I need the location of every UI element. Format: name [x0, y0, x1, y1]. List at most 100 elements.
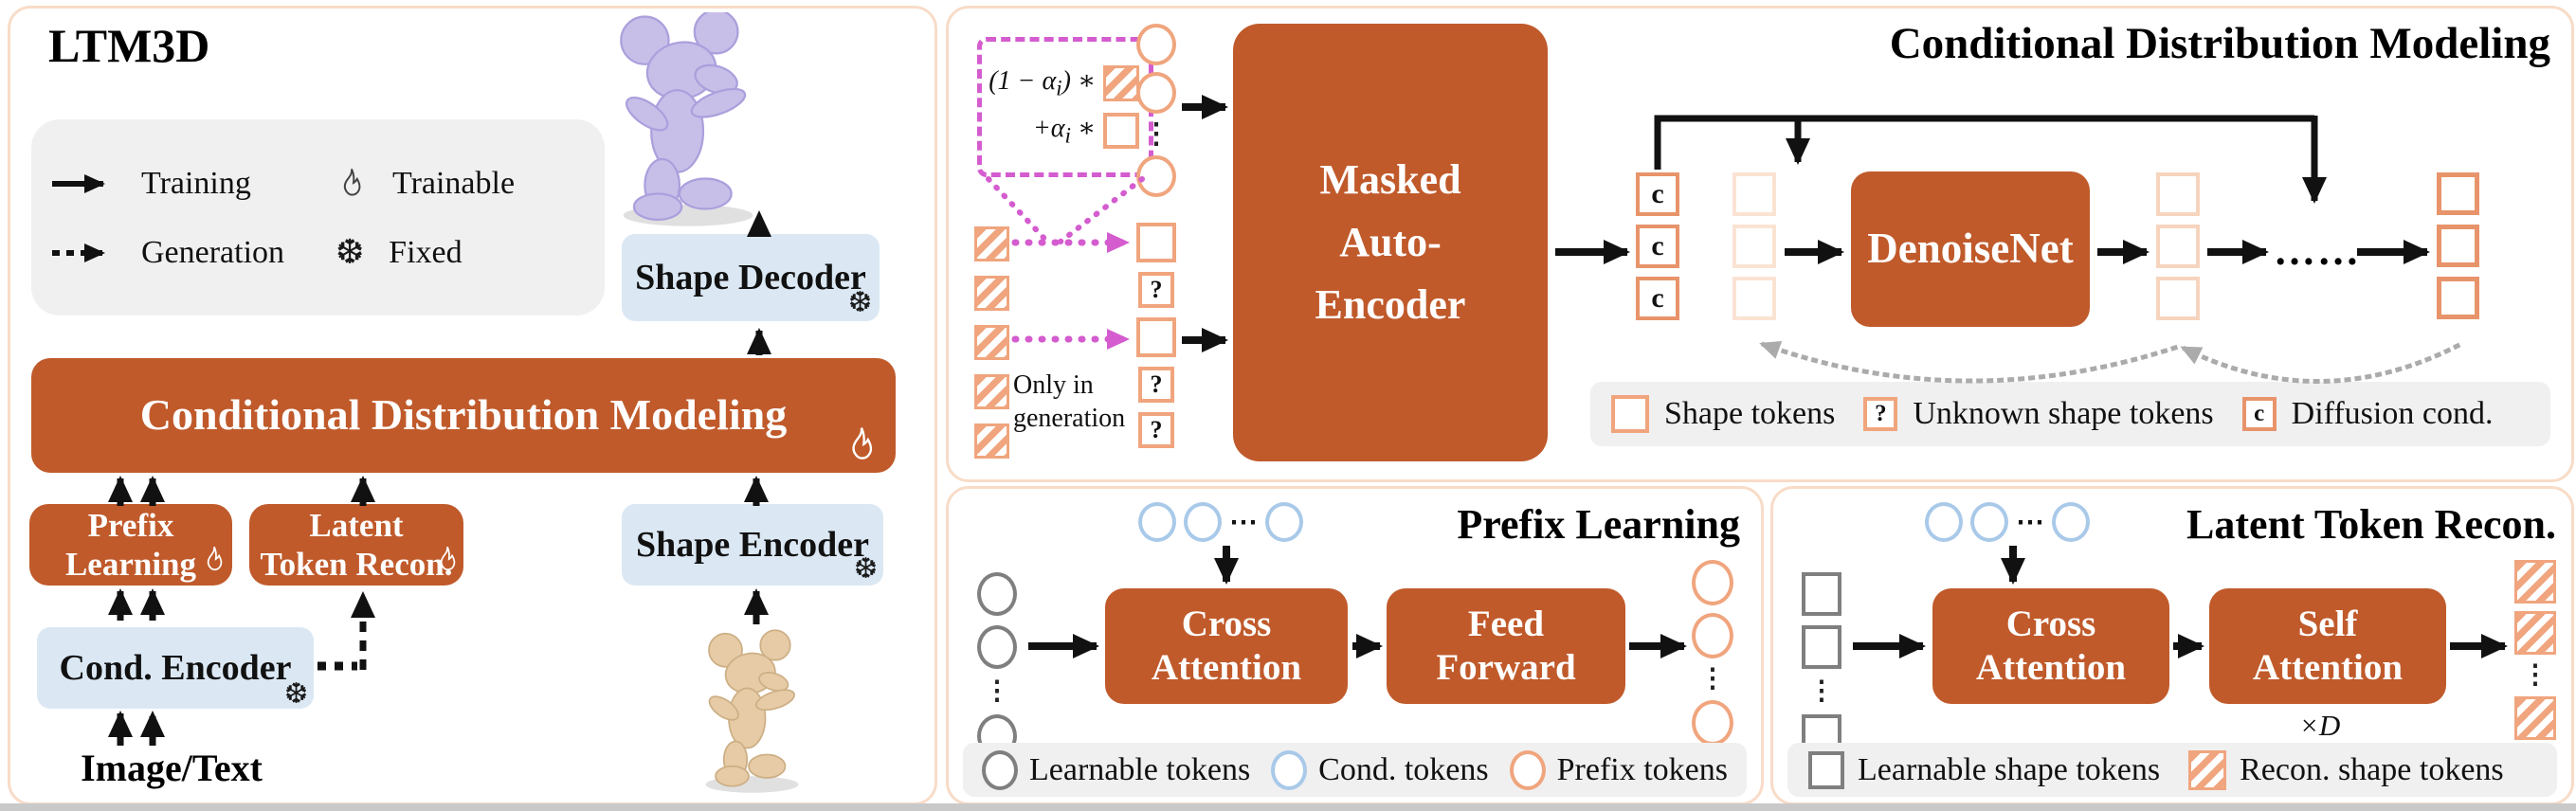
denoisenet-box: DenoiseNet	[1851, 171, 2090, 327]
diffusion-cond-column: c c c	[1636, 172, 1679, 320]
latent-token-recon-box: Latent Token Recon.	[249, 504, 463, 586]
learnable-shape-token-icon	[1808, 750, 1844, 789]
generation-label: Generation	[141, 234, 285, 270]
prefix-token	[1692, 560, 1733, 605]
mae-label-line2: Auto-	[1339, 219, 1442, 265]
prefix-token-icon	[1509, 749, 1546, 790]
shape-encoder-box: Shape Encoder ❆	[622, 504, 883, 586]
generated-shape-image	[620, 12, 753, 226]
prefix-token	[1136, 72, 1176, 114]
ellipsis-horizontal: ⋯	[2016, 506, 2044, 538]
shape-token	[1136, 317, 1176, 357]
prefix-token-column: ⋮	[1692, 560, 1733, 746]
denoised-token	[2156, 277, 2200, 320]
shape-decoder-label: Shape Decoder	[635, 258, 866, 297]
diffusion-cond-token: c	[1636, 225, 1679, 268]
diffusion-cond-icon: c	[2241, 397, 2277, 431]
cross-attention-line2: Attention	[1975, 647, 2127, 688]
noisy-token	[1732, 172, 1776, 216]
training-label: Training	[141, 165, 251, 201]
recon-shape-token-column: ⋮	[2514, 560, 2556, 740]
unknown-shape-token: ?	[1138, 367, 1174, 403]
shape-token-icon	[1611, 395, 1649, 433]
flame-icon	[852, 427, 873, 460]
mae-label-line1: Masked	[1319, 156, 1461, 203]
denoisenet-label: DenoiseNet	[1867, 225, 2074, 273]
masked-autoencoder-box: Masked Auto- Encoder	[1233, 24, 1548, 461]
snowflake-icon: ❆	[283, 677, 308, 711]
input-modality-label: Image/Text	[81, 747, 263, 789]
ellipsis-vertical: ⋮	[1808, 676, 1835, 706]
iteration-ellipsis: ……	[2274, 227, 2361, 274]
flame-icon	[440, 546, 456, 571]
ellipsis-vertical: ⋮	[2522, 660, 2549, 690]
ellipsis-vertical: ⋮	[1699, 664, 1726, 694]
cross-attention-line2: Attention	[1151, 647, 1302, 688]
cross-attention-box: Cross Attention	[1932, 588, 2169, 704]
training-arrow-icon	[52, 173, 105, 193]
recon-shape-token	[2514, 611, 2556, 655]
recon-token	[974, 276, 1009, 311]
self-attention-box: Self Attention	[2209, 588, 2446, 704]
prefix-token	[1136, 24, 1176, 65]
recon-shape-token-icon	[2188, 749, 2227, 790]
flame-icon	[207, 546, 223, 571]
snowflake-icon: ❆	[336, 232, 365, 272]
page-title: LTM3D	[48, 19, 210, 72]
prefix-token-legend: Learnable tokens Cond. tokens Prefix tok…	[963, 743, 1747, 797]
latent-panel-title: Latent Token Recon.	[2186, 501, 2556, 548]
depth-multiplier-label: ×D	[2299, 709, 2341, 742]
cond-encoder-box: Cond. Encoder ❆	[37, 627, 314, 709]
learnable-tokens-label: Learnable tokens	[1029, 751, 1251, 787]
cond-tokens-label: Cond. tokens	[1318, 751, 1489, 787]
mask-mix-formula-box: (1 − αi) ∗ +αi ∗	[977, 37, 1153, 177]
self-attention-line1: Self	[2297, 603, 2358, 644]
recon-token	[974, 424, 1009, 459]
noisy-token-column	[1732, 172, 1776, 320]
self-attention-line2: Attention	[2252, 647, 2404, 688]
learnable-shape-token-column: ⋮	[1802, 572, 1841, 758]
learnable-shape-token	[1802, 625, 1841, 669]
learnable-token-column: ⋮	[977, 572, 1017, 758]
cross-attention-line1: Cross	[1181, 603, 1272, 644]
prefix-token	[1692, 613, 1733, 658]
cond-token-row: ⋯	[1925, 502, 2090, 542]
cond-encoder-label: Cond. Encoder	[59, 648, 292, 688]
unknown-tokens-label: Unknown shape tokens	[1913, 396, 2214, 431]
feed-forward-box: Feed Forward	[1387, 588, 1625, 704]
learnable-shape-token	[1802, 572, 1841, 616]
cond-token	[2052, 502, 2090, 542]
diffusion-cond-token: c	[1636, 277, 1679, 320]
learnable-token-icon	[982, 749, 1018, 790]
noisy-token	[1732, 277, 1776, 320]
prefix-label-line1: Prefix	[87, 506, 174, 544]
cross-attention-line1: Cross	[2005, 603, 2096, 644]
mae-input-shape-column: ? ? ?	[1136, 223, 1176, 448]
recon-shape-token	[2514, 696, 2556, 740]
cond-token-icon	[1271, 749, 1308, 790]
prefix-learning-box: Prefix Learning	[29, 504, 232, 586]
shape-encoder-label: Shape Encoder	[636, 525, 869, 565]
prefix-panel-title: Prefix Learning	[1457, 501, 1740, 548]
cond-token	[1184, 502, 1222, 542]
cond-token	[1138, 502, 1176, 542]
prefix-token	[1136, 155, 1176, 197]
shape-tokens-label: Shape tokens	[1664, 396, 1836, 431]
cdm-panel-title: Conditional Distribution Modeling	[1889, 19, 2550, 68]
generation-arrow-icon	[52, 243, 105, 262]
page-bottom-rule	[0, 803, 2576, 811]
recon-token	[974, 325, 1009, 360]
unknown-token-icon: ?	[1863, 397, 1898, 431]
prefix-label-line2: Learning	[64, 546, 197, 583]
shape-decoder-box: Shape Decoder ❆	[622, 234, 880, 321]
recon-token	[974, 374, 1009, 409]
recon-token	[974, 226, 1009, 261]
recon-shape-token	[2514, 560, 2556, 604]
prefix-tokens-label: Prefix tokens	[1556, 751, 1728, 787]
shape-token	[2437, 172, 2479, 215]
denoised-token	[2156, 225, 2200, 268]
unknown-shape-token: ?	[1138, 412, 1174, 448]
cross-attention-box: Cross Attention	[1105, 588, 1348, 704]
